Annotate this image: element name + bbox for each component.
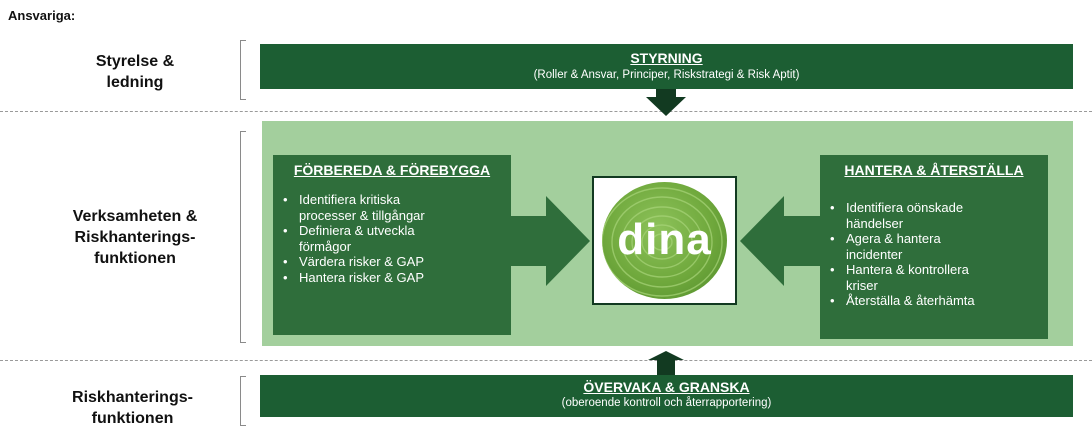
heading-ansvariga: Ansvariga: xyxy=(8,8,76,23)
row-label-top-line2: ledning xyxy=(106,74,164,91)
overvaka-bar: ÖVERVAKA & GRANSKA (oberoende kontroll o… xyxy=(260,375,1073,417)
brace-bottom xyxy=(240,376,246,426)
arrow-up-icon xyxy=(648,351,684,376)
forbereda-box: FÖRBEREDA & FÖREBYGGA Identifiera kritis… xyxy=(273,155,511,335)
hantera-title: HANTERA & ÅTERSTÄLLA xyxy=(844,162,1024,178)
arrow-left-icon xyxy=(740,196,822,286)
styrning-title: STYRNING xyxy=(630,50,703,66)
arrow-down-icon xyxy=(646,89,686,116)
forbereda-item: Hantera risker & GAP xyxy=(283,270,511,286)
arrow-right-icon xyxy=(510,196,590,286)
forbereda-item: Värdera risker & GAP xyxy=(283,254,511,270)
overvaka-subtitle: (oberoende kontroll och återrapportering… xyxy=(561,397,772,409)
row-label-bottom-line2: funktionen xyxy=(91,410,174,427)
row-label-top: Styrelse & ledning xyxy=(60,51,210,93)
row-label-middle: Verksamheten & Riskhanterings- funktione… xyxy=(50,206,220,269)
separator-top xyxy=(0,111,1092,112)
styrning-bar: STYRNING (Roller & Ansvar, Principer, Ri… xyxy=(260,44,1073,89)
dina-logo-text: dina xyxy=(617,215,712,264)
fingerprint-pattern xyxy=(602,187,723,297)
fingerprint-logo-icon: dina xyxy=(602,182,727,299)
row-label-top-line1: Styrelse & xyxy=(95,53,175,70)
row-label-middle-line2: Riskhanterings- xyxy=(74,229,196,246)
row-label-bottom: Riskhanterings- funktionen xyxy=(50,387,215,429)
forbereda-title: FÖRBEREDA & FÖREBYGGA xyxy=(293,162,491,178)
overvaka-title: ÖVERVAKA & GRANSKA xyxy=(583,379,750,395)
row-label-middle-line3: funktionen xyxy=(94,250,176,267)
separator-bottom xyxy=(0,360,1092,361)
styrning-subtitle: (Roller & Ansvar, Principer, Riskstrateg… xyxy=(533,69,800,81)
hantera-item: Återställa & återhämta xyxy=(830,293,1048,309)
hantera-box: HANTERA & ÅTERSTÄLLA Identifiera oönskad… xyxy=(820,155,1048,339)
dina-logo-frame: dina xyxy=(592,176,737,305)
row-label-bottom-line1: Riskhanterings- xyxy=(72,389,193,406)
row-label-middle-line1: Verksamheten & xyxy=(72,208,198,225)
brace-middle xyxy=(240,131,246,343)
brace-top xyxy=(240,40,246,100)
